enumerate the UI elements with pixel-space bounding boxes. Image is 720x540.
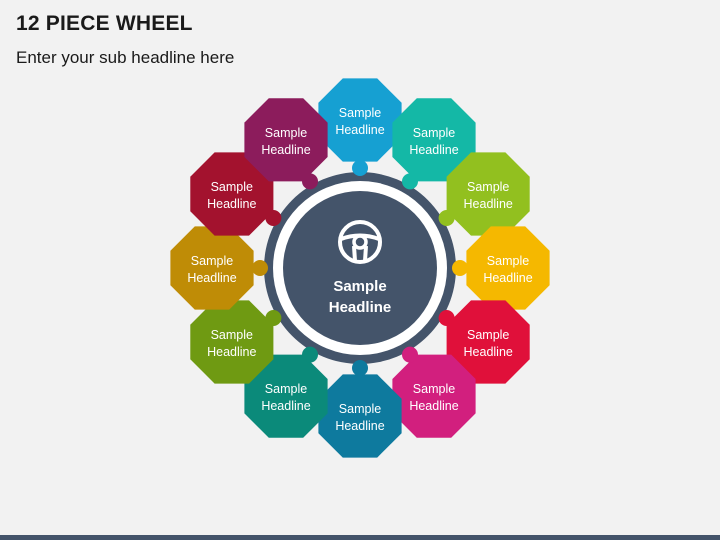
segment-6-octagon [392, 354, 476, 438]
segment-10-dot [252, 260, 268, 276]
segment-7-dot [352, 360, 368, 376]
segment-12-label-line2: Headline [261, 143, 310, 157]
segment-12-label-line1: Sample [265, 126, 307, 140]
segment-1-label-line2: Headline [335, 123, 384, 137]
segment-1-octagon [318, 78, 402, 162]
segment-2-label-line2: Headline [409, 143, 458, 157]
segment-4-octagon [466, 226, 550, 310]
segment-5-octagon [446, 300, 530, 384]
segment-10-label-line1: Sample [191, 254, 233, 268]
segment-5-label-line1: Sample [467, 328, 509, 342]
segment-11-label-line1: Sample [211, 180, 253, 194]
segment-9-octagon [190, 300, 274, 384]
hub-circle [283, 191, 437, 345]
segment-9-label-line1: Sample [211, 328, 253, 342]
segment-4-label-line2: Headline [483, 271, 532, 285]
dot-group [252, 160, 468, 376]
segment-6-label-line1: Sample [413, 382, 455, 396]
segment-2-dot [402, 173, 418, 190]
page-subtitle: Enter your sub headline here [16, 48, 235, 67]
segment-6-dot [402, 346, 418, 363]
segment-7-label-line1: Sample [339, 402, 381, 416]
segment-1-dot [352, 160, 368, 176]
segment-12-dot [302, 173, 318, 190]
steering-wheel-icon [338, 220, 382, 264]
segment-2-octagon [392, 98, 476, 182]
segment-12-octagon [244, 98, 328, 182]
segment-11-octagon [190, 152, 274, 236]
segment-1-label-line1: Sample [339, 106, 381, 120]
segment-3-label-line2: Headline [464, 197, 513, 211]
segment-9-label-line2: Headline [207, 345, 256, 359]
segment-7-label-line2: Headline [335, 419, 384, 433]
segment-8-dot [302, 346, 318, 363]
segment-7-octagon [318, 374, 402, 458]
segment-5-label-line2: Headline [464, 345, 513, 359]
segment-4-dot [452, 260, 468, 276]
hub-label-line2: Headline [329, 299, 392, 316]
segment-9-dot [265, 310, 282, 326]
segment-4-label-line1: Sample [487, 254, 529, 268]
segment-8-label-line1: Sample [265, 382, 307, 396]
segment-10-octagon [170, 226, 254, 310]
segment-3-label-line1: Sample [467, 180, 509, 194]
page-title: 12 PIECE WHEEL [16, 12, 193, 35]
segment-5-dot [438, 310, 455, 326]
segment-2-label-line1: Sample [413, 126, 455, 140]
segment-8-octagon [244, 354, 328, 438]
segment-3-dot [438, 210, 455, 226]
bottom-accent-bar [0, 535, 720, 540]
segment-3-octagon [446, 152, 530, 236]
segment-8-label-line2: Headline [261, 399, 310, 413]
segment-11-label-line2: Headline [207, 197, 256, 211]
segment-10-label-line2: Headline [187, 271, 236, 285]
segment-6-label-line2: Headline [409, 399, 458, 413]
hub-label-line1: Sample [333, 278, 386, 295]
segment-11-dot [265, 210, 282, 226]
